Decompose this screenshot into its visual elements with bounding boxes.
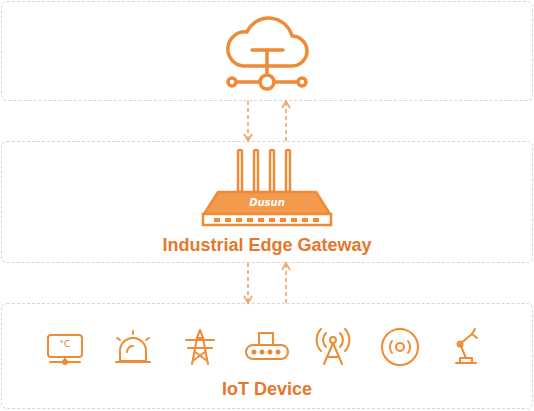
data-flow-arrow (247, 101, 249, 141)
unit-symbol: °C (50, 339, 80, 349)
data-flow-arrow (247, 263, 249, 303)
data-flow-arrow (285, 263, 287, 303)
band-title: Industrial Edge Gateway (2, 235, 532, 256)
data-flow-arrow (285, 101, 287, 141)
band-title: IoT Device (2, 379, 532, 400)
gateway-router (203, 150, 331, 225)
cloud-icon (228, 18, 307, 89)
brand-logo: Dusun (237, 197, 297, 208)
device-icons (48, 329, 477, 365)
